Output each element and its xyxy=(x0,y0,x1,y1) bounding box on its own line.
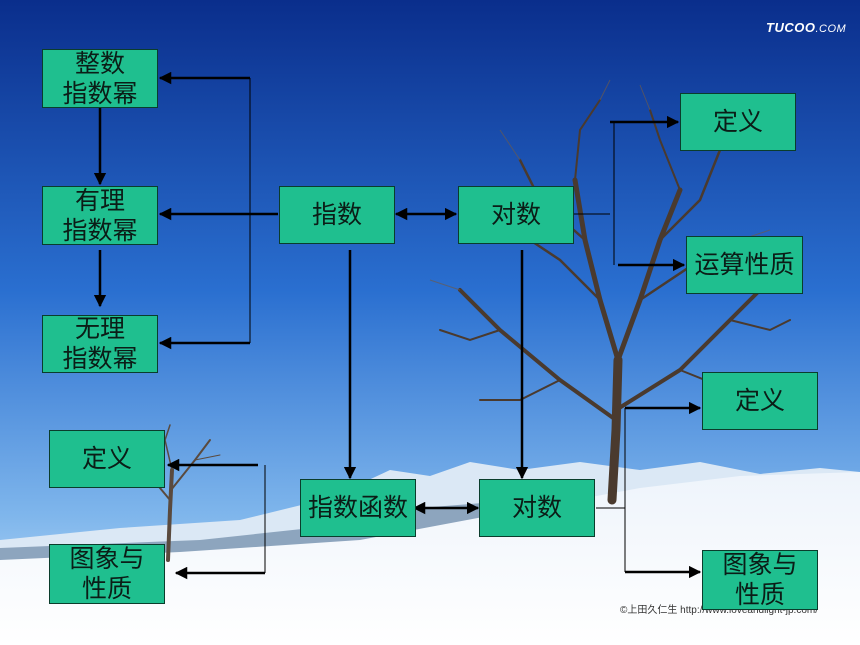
node-rational-exponent: 有理 指数幂 xyxy=(42,186,158,245)
node-exp-function-graph-properties: 图象与 性质 xyxy=(49,544,165,604)
node-log-definition: 定义 xyxy=(680,93,796,151)
node-exponential-function: 指数函数 xyxy=(300,479,416,537)
node-log-function: 对数 xyxy=(479,479,595,537)
node-exp-function-definition: 定义 xyxy=(49,430,165,488)
node-integer-exponent: 整数 指数幂 xyxy=(42,49,158,108)
photo-credit: ©上田久仁生 http://www.loveandlight-jp.com/ xyxy=(620,605,818,616)
node-irrational-exponent: 无理 指数幂 xyxy=(42,314,158,373)
tucoo-logo: TUCOO.COM xyxy=(766,20,847,35)
node-log-function-graph-properties: 图象与 性质 xyxy=(702,550,818,610)
node-log-function-definition: 定义 xyxy=(702,372,818,430)
node-logarithm: 对数 xyxy=(458,186,574,244)
node-exponent: 指数 xyxy=(279,186,395,244)
node-log-operation-properties: 运算性质 xyxy=(686,236,803,294)
